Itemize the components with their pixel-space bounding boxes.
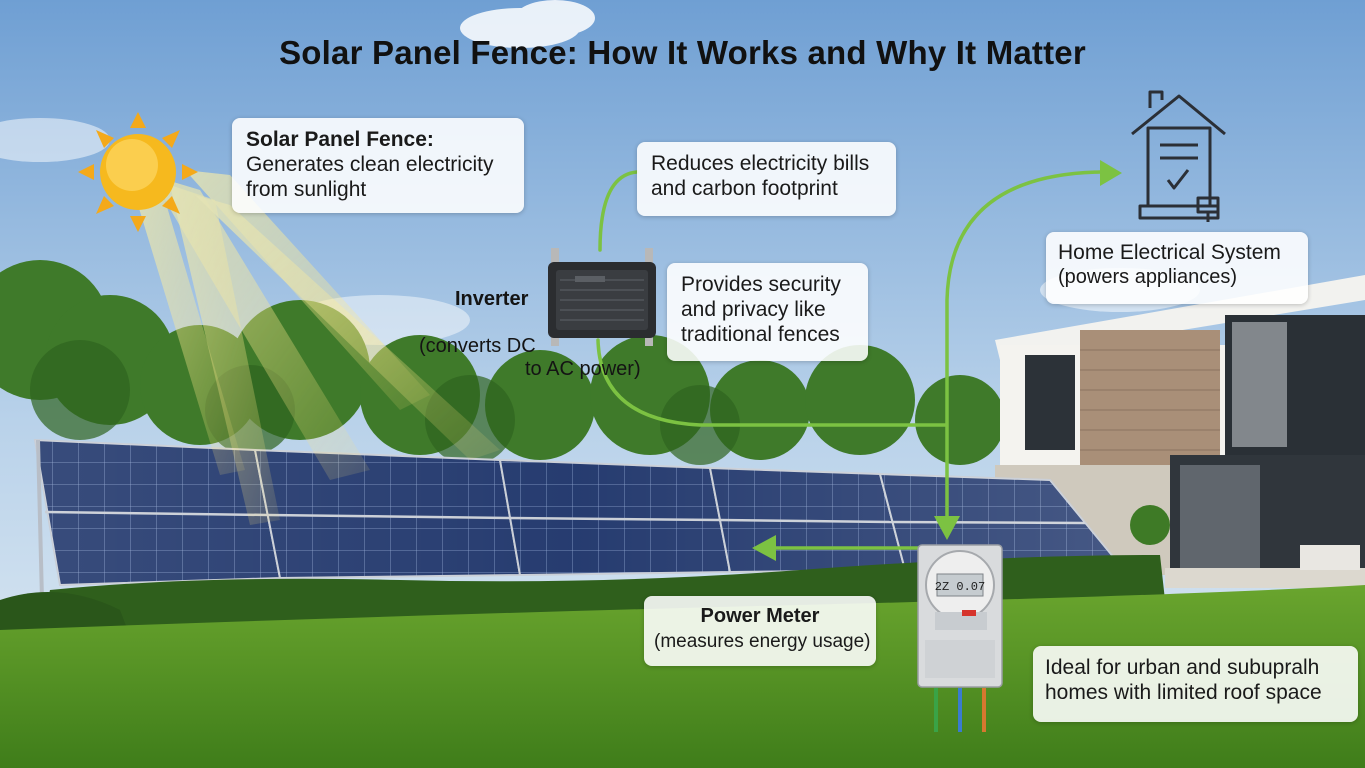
label-line: (powers appliances) (1058, 266, 1237, 288)
inverter-device (548, 248, 656, 346)
label-urban-homes: Ideal for urban and subupralh homes with… (1033, 646, 1358, 722)
label-reduces-bills: Reduces electricity bills and carbon foo… (637, 142, 896, 216)
sun-beams (135, 170, 500, 525)
lawn (0, 585, 1365, 768)
label-inverter-line: to AC power) (525, 358, 641, 380)
label-line: Ideal for urban and subupralh (1045, 656, 1320, 679)
page-title: Solar Panel Fence: How It Works and Why … (279, 34, 1086, 71)
power-meter-device (917, 544, 1003, 732)
label-line: homes with limited roof space (1045, 681, 1322, 704)
label-inverter-line: (converts DC (419, 335, 536, 357)
label-power-meter: Power Meter (measures energy usage) (644, 596, 876, 666)
label-solar-panel-fence: Solar Panel Fence: Generates clean elect… (232, 118, 524, 213)
energy-flow-arrows (596, 170, 1102, 550)
hedge (36, 555, 1165, 635)
label-heading: Solar Panel Fence: (246, 128, 434, 151)
label-line: and privacy like (681, 298, 826, 321)
label-inverter-heading: Inverter (455, 288, 529, 310)
label-heading: Power Meter (700, 605, 820, 627)
house-icon (1131, 90, 1226, 222)
label-line: from sunlight (246, 178, 367, 201)
label-home-electrical-system: Home Electrical System (powers appliance… (1046, 232, 1308, 304)
label-line: traditional fences (681, 323, 840, 346)
label-line: Reduces electricity bills (651, 152, 870, 175)
sun-icon (78, 112, 198, 232)
label-line: (measures energy usage) (654, 631, 871, 652)
label-heading: Home Electrical System (1058, 241, 1281, 264)
label-line: and carbon footprint (651, 177, 838, 200)
label-line: Provides security (681, 273, 841, 296)
meter-display: 2Z 0.07 (935, 580, 985, 594)
label-line: Generates clean electricity (246, 153, 494, 176)
label-security-privacy: Provides security and privacy like tradi… (667, 263, 868, 361)
